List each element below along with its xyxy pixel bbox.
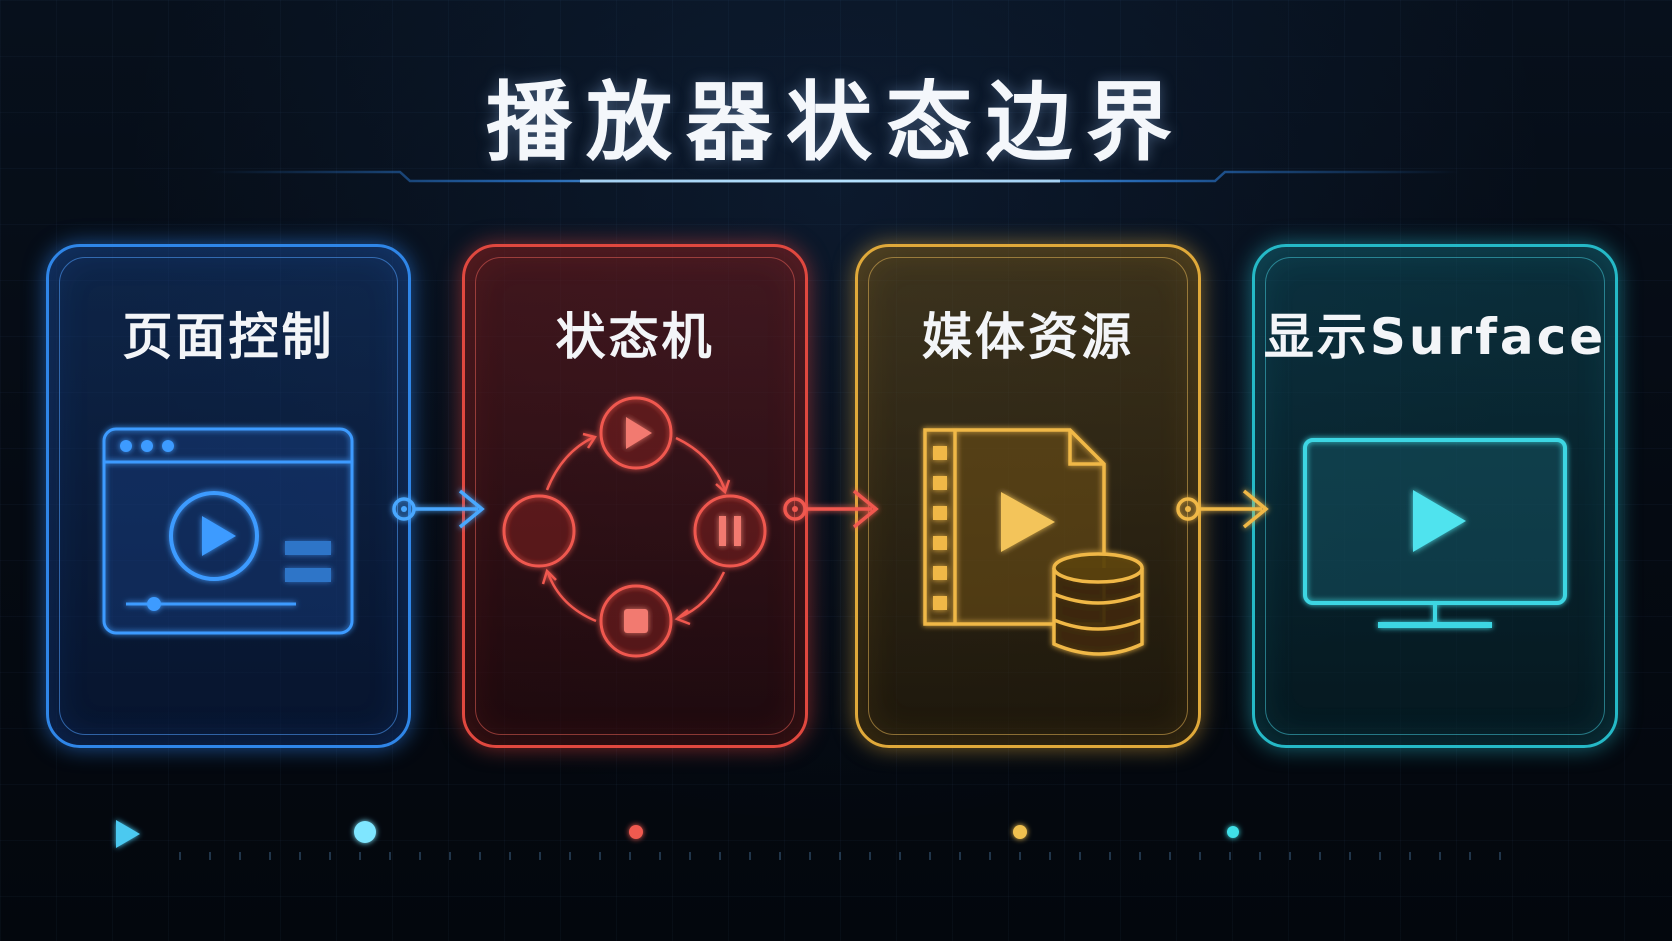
panel-label: 媒体资源: [922, 308, 1134, 366]
panel-media-resource: 媒体资源: [855, 244, 1201, 748]
panel-label: 状态机: [555, 308, 715, 366]
panel-inner-border: [59, 257, 398, 735]
panel-display-surface: 显示Surface: [1252, 244, 1618, 748]
panel-state-machine: 状态机: [462, 244, 808, 748]
panel-label: 页面控制: [122, 308, 335, 366]
panel-label: 显示Surface: [1263, 308, 1607, 366]
panel-page-control: 页面控制: [46, 244, 411, 748]
page-title: 播放器状态边界: [486, 73, 1186, 173]
